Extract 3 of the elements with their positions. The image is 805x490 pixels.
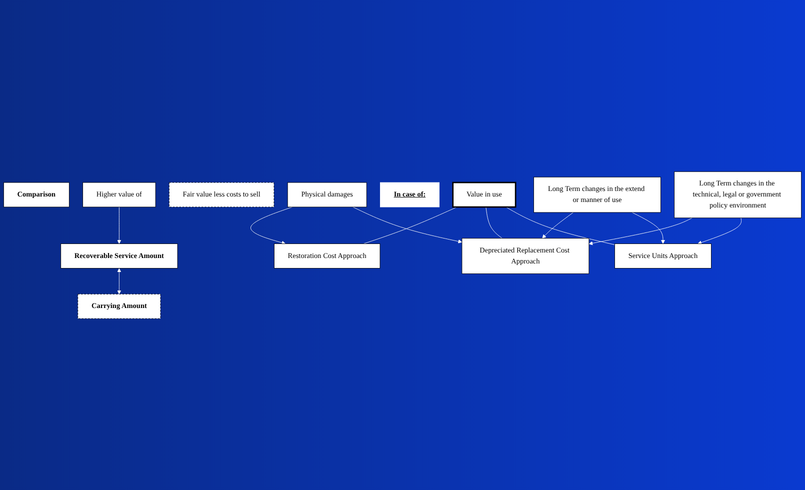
connector (363, 206, 458, 244)
connector (486, 206, 502, 238)
connector (506, 206, 615, 245)
